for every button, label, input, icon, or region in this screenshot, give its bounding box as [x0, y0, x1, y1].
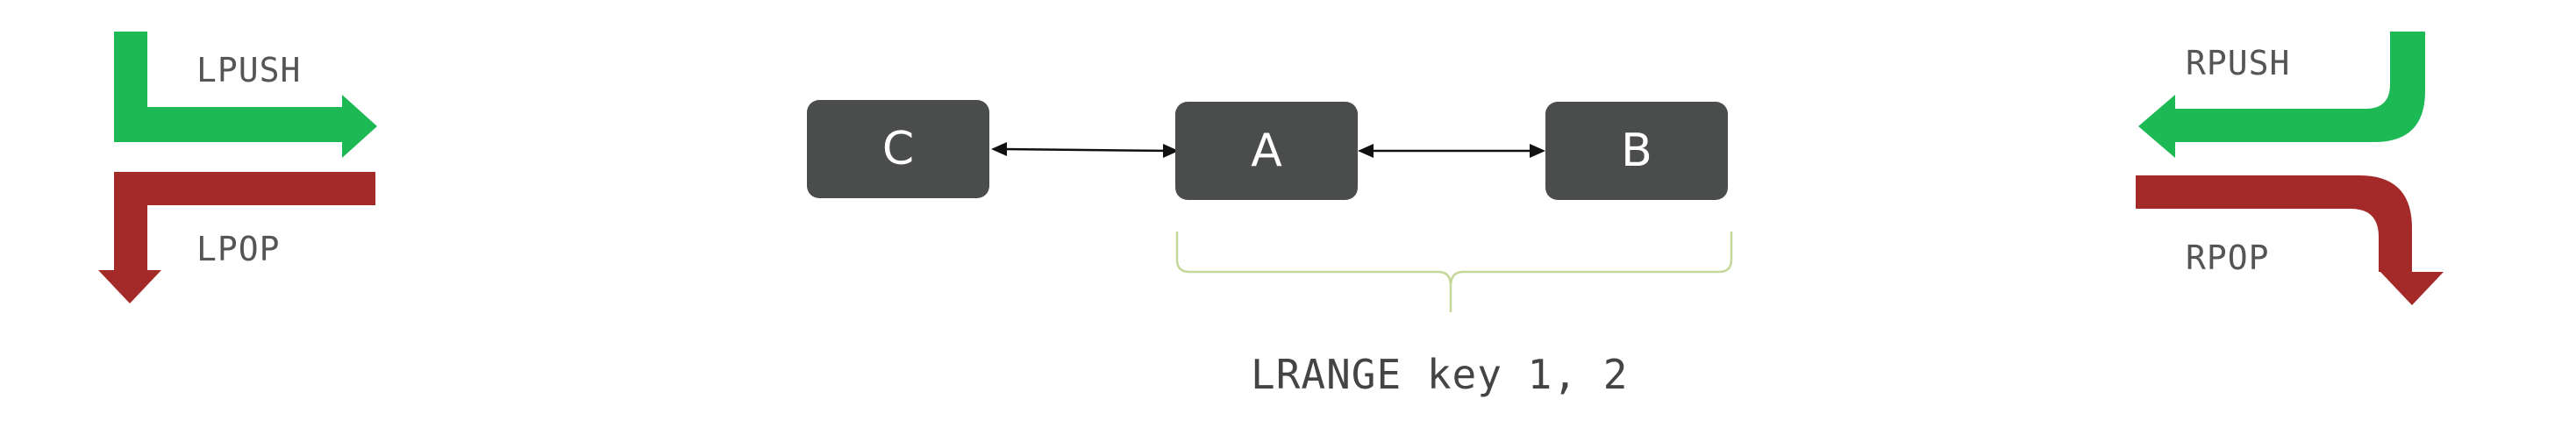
lpop-arrow-icon: [98, 172, 375, 303]
list-node-a: A: [1175, 102, 1358, 200]
lpop-label: LPOP: [196, 230, 281, 268]
rpop-label: RPOP: [2186, 239, 2270, 277]
range-brace: [1175, 232, 1733, 312]
link-c-a: [991, 142, 1179, 158]
node-label: B: [1621, 125, 1652, 177]
lpush-label: LPUSH: [196, 51, 302, 89]
rpush-arrow-icon: [2138, 32, 2425, 158]
link-a-b: [1358, 144, 1545, 158]
node-label: A: [1251, 125, 1282, 177]
list-node-b: B: [1545, 102, 1728, 200]
rpush-label: RPUSH: [2186, 44, 2291, 82]
rpop-arrow-icon: [2136, 175, 2444, 305]
lpush-arrow-icon: [114, 32, 377, 158]
node-label: C: [881, 123, 915, 175]
lrange-command: LRANGE key 1, 2: [1251, 351, 1629, 398]
list-node-c: C: [807, 100, 989, 198]
